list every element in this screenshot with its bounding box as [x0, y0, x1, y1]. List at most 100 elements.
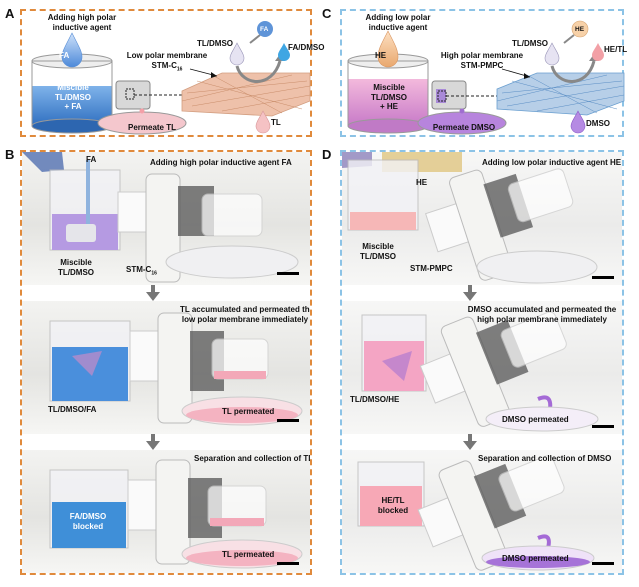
- panel-b-frame: Adding high polar inductive agent FA FA …: [20, 150, 312, 575]
- step-arrow-d2-icon: [463, 441, 477, 450]
- dish-a-label: Permeate TL: [127, 123, 177, 132]
- dmso-drop-icon: [570, 110, 586, 134]
- panel-d-frame: Adding low polar inductive agent HE HE M…: [340, 150, 624, 575]
- flow-arrow-c: [550, 60, 596, 83]
- callout-b2-perm: TL permeated: [222, 407, 275, 416]
- panel-c-title-line1: Adding low polar: [365, 13, 431, 22]
- step-arrow-b2-stem: [151, 434, 155, 442]
- apparatus-d2: [361, 311, 599, 432]
- panel-c-illustration: [347, 20, 625, 135]
- caption-b1: Adding high polar inductive agent FA: [150, 158, 292, 167]
- step-arrow-d1-stem: [468, 285, 472, 293]
- callout-b3-line1: FA/DMSO: [69, 512, 107, 521]
- step-arrow-d2-stem: [468, 434, 472, 442]
- caption-b2: TL accumulated and permeated the low pol…: [180, 305, 310, 324]
- drop-perm-c-label: DMSO: [586, 119, 610, 128]
- caption-d3: Separation and collection of DMSO: [478, 454, 612, 463]
- apparatus-d3: [357, 455, 595, 571]
- drop-perm-a-label: TL: [271, 118, 281, 127]
- callout-d1-miscible: Miscible TL/DMSO: [348, 242, 408, 261]
- drop-in-a-label: TL/DMSO: [197, 39, 233, 48]
- he-tl-drop-icon: [592, 43, 604, 61]
- callout-b1-line2: TL/DMSO: [58, 267, 94, 277]
- membrane-a-sub: 16: [176, 66, 183, 73]
- tl-dmso-drop-c-icon: [544, 42, 560, 66]
- panel-c-title: Adding low polar inductive agent: [346, 13, 450, 32]
- caption-b2-line1: TL accumulated and permeated the: [180, 305, 310, 314]
- panel-label-d: D: [322, 147, 332, 162]
- callout-b1-membrane-sub: 16: [151, 270, 157, 277]
- fa-drop-label: FA: [59, 51, 70, 60]
- callout-b2-mix: TL/DMSO/FA: [48, 405, 97, 414]
- drop-agent-c-label: HE: [575, 26, 585, 33]
- callout-b1-membrane-name: STM-C: [126, 265, 152, 274]
- scale-bar-d2: [592, 425, 614, 428]
- callout-d2-perm: DMSO permeated: [502, 415, 569, 424]
- beaker-c-line2: TL/DMSO: [371, 92, 407, 102]
- he-drop-label: HE: [375, 51, 387, 60]
- beaker-a-label: Miscible TL/DMSO + FA: [34, 83, 112, 112]
- callout-b3-perm: TL permeated: [222, 550, 275, 559]
- callout-d3-line1: HE/TL: [381, 496, 405, 505]
- he-agent-drop-icon: [571, 20, 589, 38]
- callout-b1-line1: Miscible: [60, 258, 92, 267]
- callout-b1-membrane: STM-C16: [126, 265, 157, 279]
- callout-d3-perm: DMSO permeated: [502, 554, 569, 563]
- scale-bar-b1: [277, 272, 299, 275]
- dish-c-label: Permeate DMSO: [432, 123, 496, 132]
- photo-d1: Adding low polar inductive agent HE HE M…: [342, 152, 622, 285]
- drop-agent-a-label: FA: [260, 26, 269, 33]
- caption-b2-line2: low polar membrane immediately: [181, 314, 309, 324]
- scale-bar-b2: [277, 419, 299, 422]
- callout-b3-blocked: FA/DMSO blocked: [58, 512, 118, 531]
- caption-d1: Adding low polar inductive agent HE: [482, 158, 622, 167]
- callout-d3-blocked: HE/TL blocked: [368, 496, 418, 515]
- panel-a-title-line2: inductive agent: [52, 22, 112, 32]
- photo-d2: DMSO accumulated and permeated the high …: [342, 301, 622, 434]
- step-arrow-b1-icon: [146, 292, 160, 301]
- fa-drop-icon: [61, 32, 83, 68]
- beaker-a-line2: TL/DMSO: [55, 92, 91, 102]
- tl-drop-icon: [255, 110, 271, 134]
- beaker-a-line1: Miscible: [57, 83, 89, 92]
- panel-label-b: B: [5, 147, 15, 162]
- panel-c-title-line2: inductive agent: [368, 22, 428, 32]
- apparatus-d1: [342, 152, 598, 284]
- callout-b3-line2: blocked: [72, 521, 104, 531]
- apparatus-b2: [49, 312, 303, 426]
- callout-d2-mix: TL/DMSO/HE: [350, 395, 400, 404]
- membrane-c-line1: High polar membrane: [440, 51, 524, 60]
- apparatus-b1: [22, 152, 299, 283]
- scale-bar-d3: [592, 562, 614, 565]
- beaker-a-line3: + FA: [64, 102, 82, 111]
- membrane-a-label: Low polar membrane STM-C16: [122, 51, 212, 75]
- photo-b2: TL accumulated and permeated the low pol…: [22, 301, 310, 434]
- caption-b3: Separation and collection of TL: [194, 454, 310, 463]
- photo-d3: Separation and collection of DMSO HE/TL …: [342, 450, 622, 573]
- membrane-c-line2: STM-PMPC: [460, 60, 504, 70]
- tl-dmso-drop-icon: [229, 42, 245, 66]
- caption-d2-line1: DMSO accumulated and permeated the: [467, 305, 617, 314]
- step-arrow-b2-icon: [146, 441, 160, 450]
- membrane-c-label: High polar membrane STM-PMPC: [434, 51, 530, 70]
- drop-in-c-label: TL/DMSO: [512, 39, 548, 48]
- panel-a-title: Adding high polar inductive agent: [30, 13, 134, 32]
- drop-out-c-label: HE/TL: [604, 45, 628, 54]
- panel-c-frame: Adding low polar inductive agent: [340, 9, 628, 137]
- caption-d2-line2: high polar membrane immediately: [477, 314, 607, 324]
- panel-label-a: A: [5, 6, 15, 21]
- membrane-a-name: STM-C: [151, 60, 177, 70]
- scale-bar-b3: [277, 562, 299, 565]
- beaker-c-line1: Miscible: [373, 83, 405, 92]
- drop-out-a-label: FA/DMSO: [288, 43, 325, 52]
- apparatus-b3: [49, 459, 303, 569]
- panel-a-title-line1: Adding high polar: [47, 13, 117, 22]
- step-arrow-b1-stem: [151, 285, 155, 293]
- callout-b1-miscible: Miscible TL/DMSO: [46, 258, 106, 277]
- he-drop-icon: [377, 30, 399, 68]
- panel-a-illustration: [31, 21, 311, 135]
- membrane-a-line1: Low polar membrane: [126, 51, 208, 60]
- fa-dmso-drop-icon: [278, 43, 290, 61]
- callout-d3-line2: blocked: [377, 505, 409, 515]
- scale-bar-d1: [592, 276, 614, 279]
